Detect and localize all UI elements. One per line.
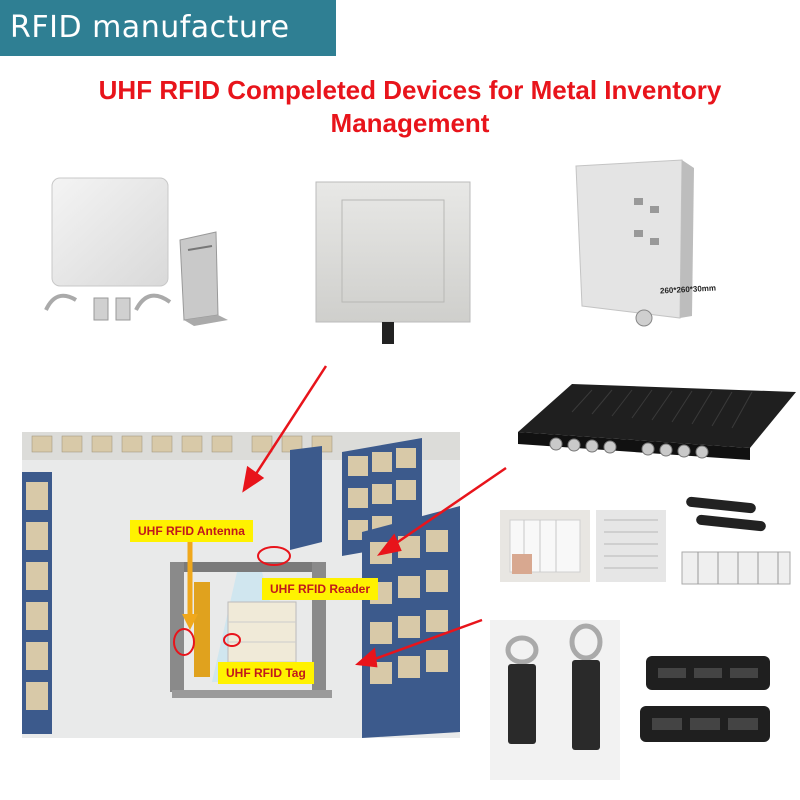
brand-banner-text: RFID manufacture [10,10,290,45]
antenna-back-photo [564,158,712,348]
tag-roll-photo-2 [596,510,666,582]
antenna-panel-photo [312,178,476,344]
reader-callout-text: UHF RFID Reader [270,582,371,596]
tag-callout-text: UHF RFID Tag [226,666,306,680]
hard-tag-photo [634,650,780,750]
rfid-reader-photo [512,378,796,464]
brand-banner: RFID manufacture [0,0,336,56]
page-title-line2: Management [330,108,490,138]
page-title-line1: UHF RFID Compeleted Devices for Metal In… [98,75,722,105]
antenna-with-brackets-photo [28,170,238,330]
antenna-callout-text: UHF RFID Antenna [138,524,245,538]
tag-callout: UHF RFID Tag [218,662,314,684]
keychain-tag-photo [490,620,620,780]
tag-roll-photo-1 [500,510,590,582]
page-title: UHF RFID Compeleted Devices for Metal In… [80,74,740,140]
metal-tag-photo [678,496,794,588]
antenna-callout: UHF RFID Antenna [130,520,253,542]
reader-callout: UHF RFID Reader [262,578,379,600]
warehouse-scene [22,432,460,738]
